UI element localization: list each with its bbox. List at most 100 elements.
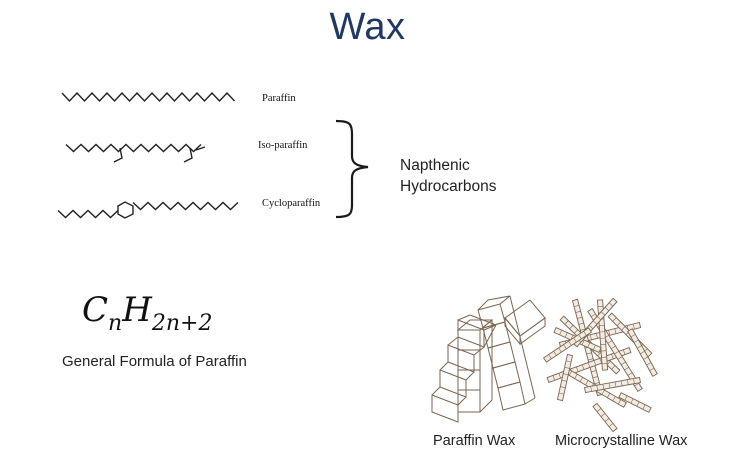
microcrystal-segment [611,365,616,370]
microcrystal-segment [596,408,602,412]
microcrystal-segment [614,351,620,355]
microcrystal-segment [611,353,614,359]
microcrystal-segment [610,345,616,349]
microcrystal-segment [617,356,623,360]
paraffin-crystal-stack-left [431,314,497,423]
microcrystal-segment [636,401,640,407]
microcrystal-segment [600,311,606,316]
microcrystal-segment [580,328,586,331]
microcrystal-segment [633,378,635,384]
paraffin-wax-illustration [431,295,546,423]
microcrystal-segment [590,386,592,392]
formula-h: H [122,290,152,330]
microcrystal-segment [608,302,614,307]
microcrystal-segment [564,332,568,338]
paraffin-crystal-stack-center [456,319,494,413]
microcrystal-segment [588,325,594,329]
microcrystalline-wax-illustration [542,297,658,433]
napthenic-hydrocarbons-label: Napthenic Hydrocarbons [400,155,497,197]
microcrystal-segment [624,367,630,371]
microcrystal-segment [608,330,611,336]
microcrystal-segment [588,358,594,361]
microcrystal-segment [581,364,585,370]
microcrystal-segment [614,328,617,334]
microcrystal-segment [564,320,569,325]
microcrystal-segment [579,377,583,382]
microcrystal-segment [591,370,597,373]
formula-c-subscript: n [108,311,123,336]
microcrystal-segment [575,310,581,313]
microcrystal-segment [616,321,621,326]
microcrystal-segment [614,381,617,388]
microcrystal-segment [630,334,636,338]
microcrystal-needle [592,402,618,433]
iso-paraffin-structure [65,143,206,163]
napthenic-line-1: Napthenic [400,157,470,174]
label-cycloparaffin: Cycloparaffin [262,198,321,209]
microcrystal-segment [608,423,614,427]
microcrystal-segment [573,337,577,343]
microcrystal-segment [627,379,629,385]
microcrystal-segment [630,398,634,404]
microcrystal-segment [592,320,598,325]
microcrystal-segment [597,351,602,357]
microcrystal-segment [573,329,579,334]
microcrystal-segment [599,358,602,364]
microcrystal-segment [604,307,610,311]
microcrystal-needle [556,353,574,402]
formula-c: C [82,290,109,330]
microcrystal-segment [563,344,567,349]
label-paraffin: Paraffin [262,93,296,104]
microcrystal-segment [578,334,582,339]
microcrystal-segment [587,362,591,368]
microcrystal-segment [568,341,572,346]
microcrystal-segment [585,380,589,386]
microcrystal-segment [559,330,562,335]
microcrystal-segment [607,393,611,398]
microcrystal-segment [576,366,579,372]
microcrystal-segment [558,392,565,395]
microcrystal-segment [586,352,592,355]
microcrystal-segment [621,326,626,331]
microcrystal-segment [632,323,635,330]
paraffin-crystal-top [504,299,546,346]
microcrystal-segment [596,333,598,339]
microcrystal-segment [594,382,600,385]
microcrystal-segment [596,385,598,391]
microcrystal-segment [600,413,606,417]
microcrystal-segment [604,418,610,422]
microcrystal-segment [590,313,596,317]
microcrystal-segment [642,404,646,410]
microcrystal-segment [548,354,552,359]
microcrystal-needle [618,392,652,413]
formula-h-subscript: 2n+2 [151,311,213,336]
microcrystal-segment [577,316,583,319]
microcrystal-segment [601,389,605,395]
caption-paraffin-wax: Paraffin Wax [433,433,516,449]
microcrystal-segment [602,384,605,390]
microcrystal-segment [581,340,585,345]
microcrystal-segment [640,350,645,355]
microcrystal-segment [569,324,574,330]
general-formula: CnH2n+2 [82,290,212,336]
napthenic-line-2: Hydrocarbons [400,178,497,195]
microcrystal-segment [561,379,567,382]
microcrystal-segment [596,316,602,320]
microcrystal-segment [558,347,562,353]
microcrystal-segment [620,361,626,365]
microcrystal-segment [608,382,611,389]
cycloparaffin-structure [57,201,239,219]
microcrystal-segment [583,331,587,336]
microcrystal-segment [636,345,642,349]
microcrystal-segment [564,367,570,369]
microcrystal-segment [593,360,597,366]
microcrystal-segment [558,373,561,379]
curly-brace [335,119,369,219]
microcrystal-segment [607,340,613,344]
microcrystal-segment [649,367,655,371]
microcrystal-segment [612,396,616,402]
microcrystal-segment [565,360,572,363]
microcrystal-segment [560,386,566,388]
microcrystal-segment [592,376,598,379]
microcrystal-segment [578,322,584,325]
